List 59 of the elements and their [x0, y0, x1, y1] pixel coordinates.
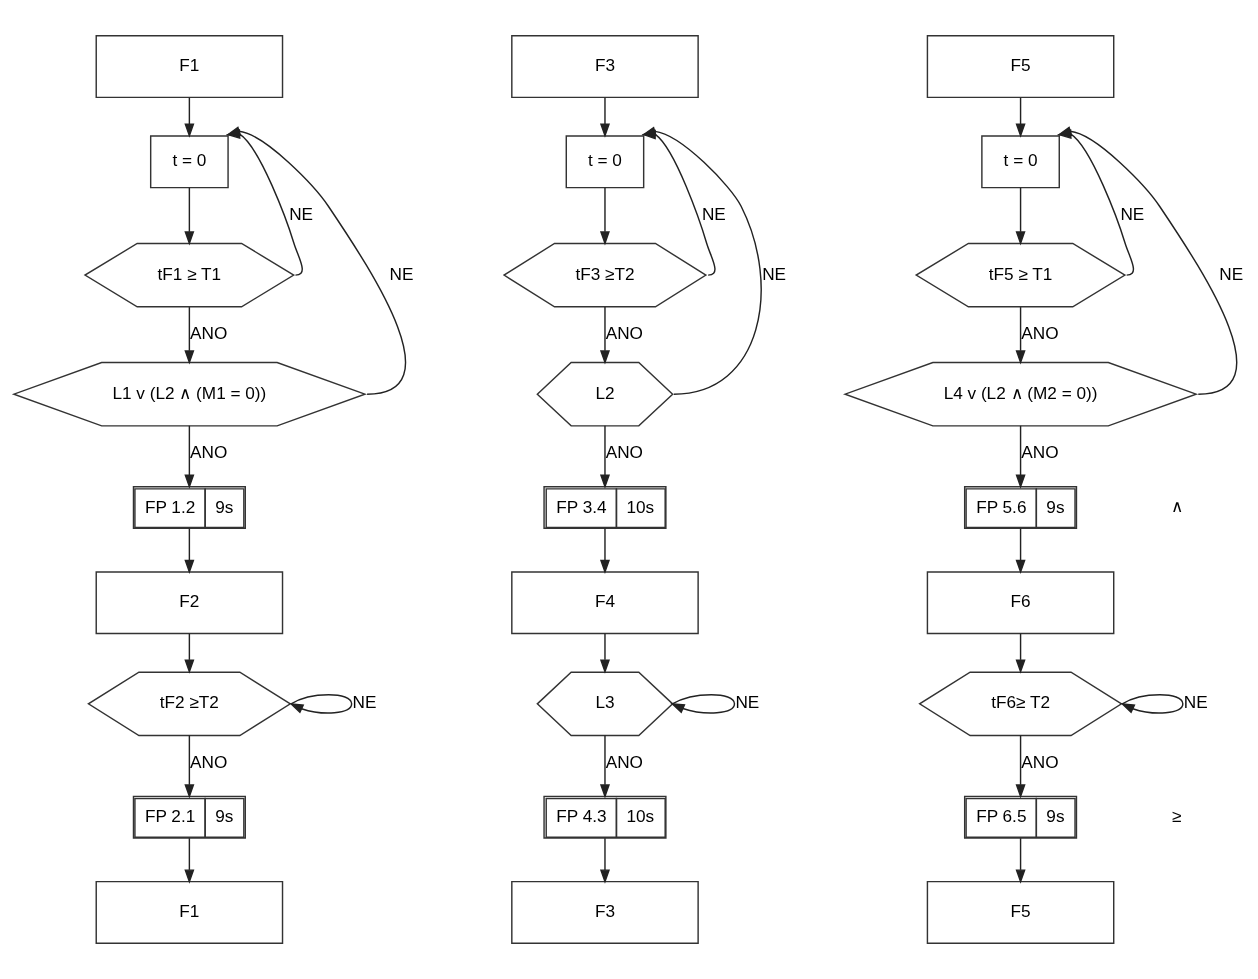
edge-label: NE: [289, 204, 314, 225]
node-box: t = 0: [981, 135, 1060, 189]
edge-label: NE: [352, 692, 377, 713]
label: ∧: [1170, 495, 1183, 516]
node-box: F6: [926, 571, 1115, 635]
edge-label: NE: [1219, 263, 1244, 284]
edge-label: ANO: [190, 323, 228, 344]
node-box: F2: [95, 571, 284, 635]
arrow: [184, 97, 195, 138]
arrow: [184, 187, 195, 246]
arrow: [1015, 527, 1026, 575]
arrow: [184, 306, 195, 365]
arrow: [184, 527, 195, 575]
arrow: [599, 425, 610, 489]
edge-label: ANO: [605, 442, 643, 463]
arrow: [1120, 694, 1184, 714]
label: ≥: [1172, 805, 1182, 826]
node-box: F1: [95, 35, 284, 99]
node-box: F5: [926, 880, 1115, 944]
node-box: F4: [511, 571, 699, 635]
arrow: [184, 632, 195, 674]
arrow: [599, 527, 610, 575]
edge-label: NE: [762, 263, 787, 284]
edge-label: ANO: [190, 751, 228, 772]
node-box: F1: [95, 880, 284, 944]
arrow: [670, 694, 736, 714]
arrow: [599, 632, 610, 674]
edge-label: ANO: [1021, 323, 1059, 344]
edge-label: NE: [1183, 692, 1208, 713]
node-box: F3: [511, 880, 699, 944]
arrow: [289, 694, 353, 714]
arrow: [599, 306, 610, 365]
edge-label: ANO: [190, 442, 228, 463]
arrow: [184, 425, 195, 489]
node-box: F3: [511, 35, 699, 99]
node-box: t = 0: [565, 135, 645, 189]
edge-label: ANO: [605, 751, 643, 772]
arrow: [599, 734, 610, 799]
edge-label: NE: [735, 692, 760, 713]
arrow: [1015, 837, 1026, 884]
edge-label: NE: [1120, 204, 1145, 225]
edge-label: ANO: [1021, 442, 1059, 463]
node-box: F5: [926, 35, 1115, 99]
arrow: [599, 97, 610, 138]
edge-label: ANO: [1021, 751, 1059, 772]
arrow: [599, 837, 610, 884]
arrow: [599, 187, 610, 246]
arrow: [1015, 187, 1026, 246]
edge-label: ANO: [605, 323, 643, 344]
arrow: [1015, 632, 1026, 674]
arrow: [1015, 734, 1026, 799]
arrow: [184, 734, 195, 799]
edge-label: NE: [389, 263, 414, 284]
arrow: [1015, 425, 1026, 489]
arrow: [1015, 306, 1026, 365]
edge-label: NE: [701, 204, 726, 225]
arrow: [1015, 97, 1026, 138]
arrow: [184, 837, 195, 884]
node-box: t = 0: [149, 135, 229, 189]
